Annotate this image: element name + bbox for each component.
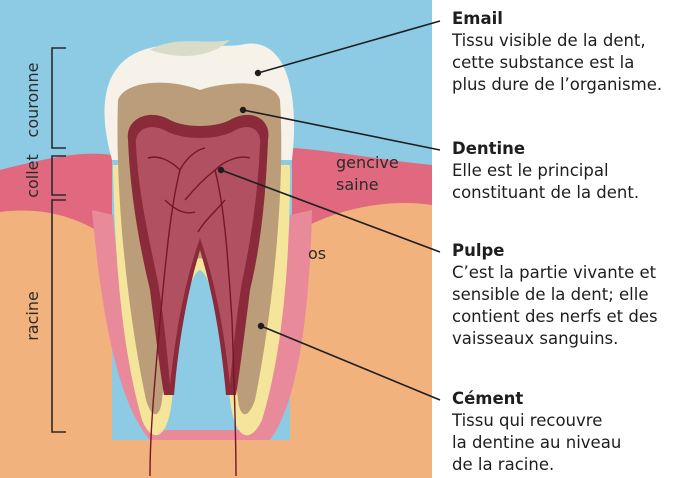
label-os: os: [308, 244, 326, 263]
label-racine: racine: [23, 291, 42, 341]
label-couronne: couronne: [23, 63, 42, 138]
callout-cement-title: Cément: [452, 388, 688, 410]
callout-pulpe-desc: C’est la partie vivante et sensible de l…: [452, 262, 688, 350]
label-collet: collet: [23, 154, 42, 198]
callout-cement-desc: Tissu qui recouvre la dentine au niveau …: [452, 410, 688, 476]
bone-bottom: [0, 440, 432, 478]
callout-email: Email Tissu visible de la dent, cette su…: [452, 8, 688, 96]
callout-email-desc: Tissu visible de la dent, cette substanc…: [452, 30, 688, 96]
callout-email-title: Email: [452, 8, 688, 30]
label-gencive: gencive: [336, 153, 399, 172]
callout-cement: Cément Tissu qui recouvre la dentine au …: [452, 388, 688, 476]
callout-pulpe: Pulpe C’est la partie vivante et sensibl…: [452, 240, 688, 350]
label-saine: saine: [336, 175, 379, 194]
callout-dentine-title: Dentine: [452, 138, 688, 160]
callout-dentine: Dentine Elle est le principal constituan…: [452, 138, 688, 204]
callout-pulpe-title: Pulpe: [452, 240, 688, 262]
callout-dentine-desc: Elle est le principal constituant de la …: [452, 160, 688, 204]
